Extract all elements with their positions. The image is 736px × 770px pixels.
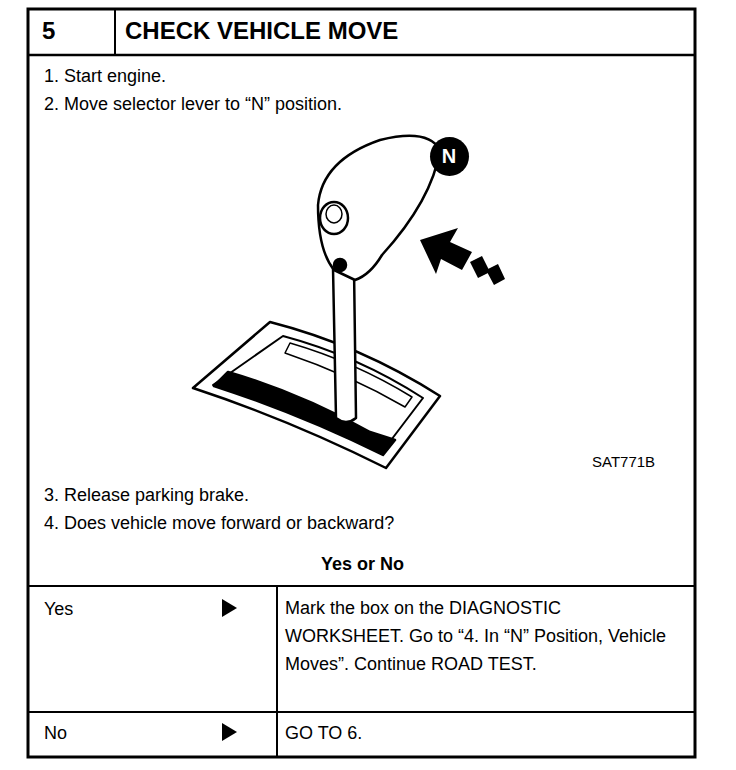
step-number: 5	[42, 15, 55, 47]
step-text: 3. Release parking brake.	[44, 481, 249, 509]
answer-cell: No	[44, 719, 67, 747]
selector-lever-illustration	[193, 136, 440, 468]
figure-code: SAT771B	[592, 452, 655, 472]
answer-cell: Yes	[44, 595, 73, 623]
step-text: 4. Does vehicle move forward or backward…	[44, 509, 394, 537]
position-circle: N	[430, 137, 469, 176]
step-text: 1. Start engine.	[44, 62, 166, 90]
position-letter: N	[442, 145, 456, 168]
result-cell: GO TO 6.	[285, 719, 362, 747]
result-cell: Mark the box on the DIAGNOSTIC WORKSHEET…	[285, 594, 685, 678]
push-arrow	[420, 228, 505, 285]
header-title: CHECK VEHICLE MOVE	[125, 15, 398, 47]
table-frame	[28, 9, 695, 757]
step-text: 2. Move selector lever to “N” position.	[44, 90, 342, 118]
question-heading: Yes or No	[321, 550, 404, 578]
pointer-triangles	[222, 599, 237, 741]
